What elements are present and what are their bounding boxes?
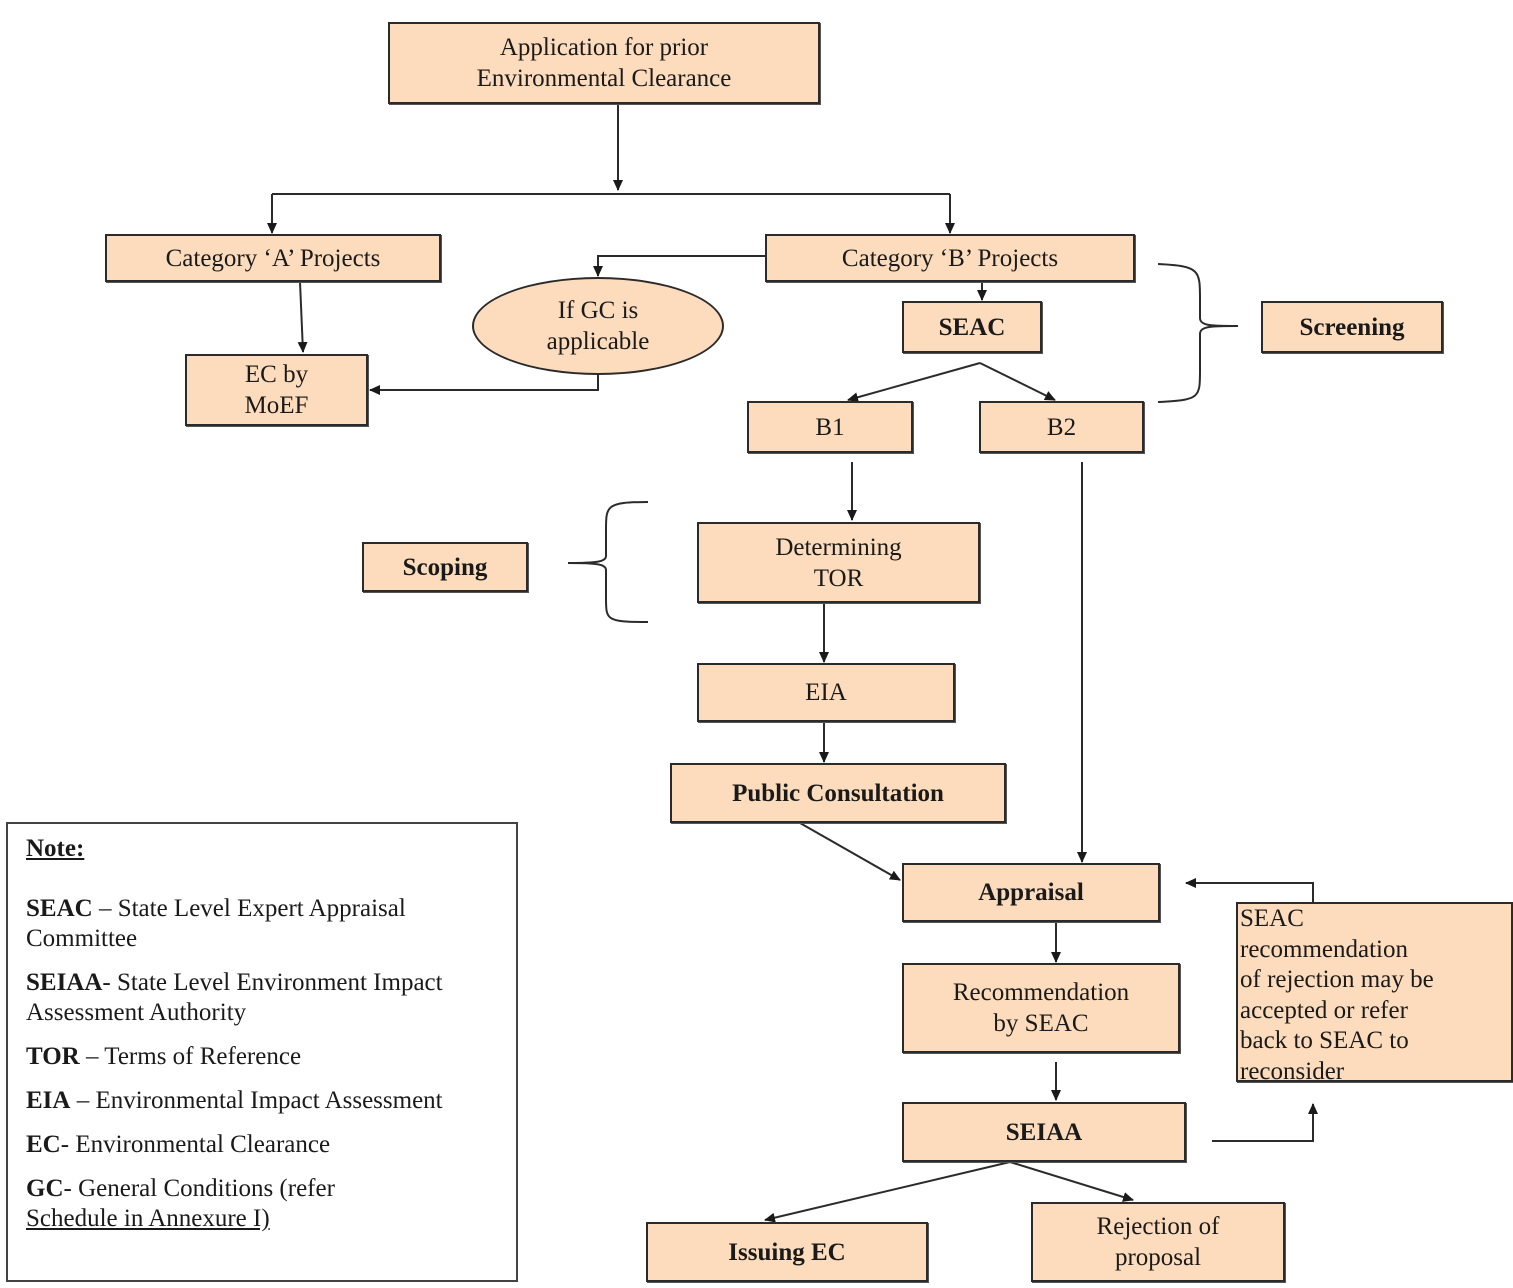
edge-category-b-gc: [593, 255, 765, 277]
node-category-b: Category ‘B’ Projects: [765, 234, 1135, 282]
edge-seac-b1: [847, 362, 981, 403]
node-determining-tor: Determining TOR: [697, 522, 980, 603]
note-abbr: EC: [26, 1131, 61, 1158]
note-item-tor: TOR – Terms of Reference: [26, 1042, 498, 1072]
note-definition: Environmental Impact Assessment: [95, 1087, 443, 1114]
edge-seiaa-issuing: [764, 1161, 1011, 1223]
note-definition: State Level Expert Appraisal Committee: [26, 895, 406, 952]
node-issuing-ec: Issuing EC: [646, 1222, 928, 1282]
note-sep: –: [70, 1087, 96, 1114]
note-abbr: SEAC: [26, 895, 93, 922]
note-abbr: SEIAA: [26, 969, 103, 996]
node-seac: SEAC: [902, 301, 1042, 353]
note-item-seiaa: SEIAA- State Level Environment Impact As…: [26, 968, 498, 1028]
node-recommendation-by-seac: Recommendation by SEAC: [902, 963, 1180, 1053]
node-screening: Screening: [1261, 301, 1443, 353]
note-item-ec: EC- Environmental Clearance: [26, 1130, 498, 1160]
note-sep: -: [60, 1131, 76, 1158]
note-definition: General Conditions (refer: [78, 1175, 335, 1202]
screening-bracket: [1157, 263, 1239, 403]
note-definition-continued: Schedule in Annexure I): [26, 1205, 270, 1232]
edge-seiaa-note: [1212, 1103, 1318, 1142]
note-sep: -: [102, 969, 117, 996]
note-definition: Environmental Clearance: [75, 1131, 331, 1158]
node-category-a: Category ‘A’ Projects: [105, 234, 441, 282]
note-sep: -: [63, 1175, 79, 1202]
node-b1: B1: [747, 401, 913, 453]
note-item-gc: GC- General Conditions (refer Schedule i…: [26, 1174, 498, 1234]
note-definition: Terms of Reference: [104, 1043, 302, 1070]
node-ec-by-moef: EC by MoEF: [185, 354, 368, 426]
node-eia: EIA: [697, 663, 955, 722]
note-sep: –: [79, 1043, 105, 1070]
note-item-eia: EIA – Environmental Impact Assessment: [26, 1086, 498, 1116]
edge-seac-b2: [979, 362, 1056, 401]
node-b2: B2: [979, 401, 1144, 453]
note-item-seac: SEAC – State Level Expert Appraisal Comm…: [26, 894, 498, 954]
note-sep: –: [92, 895, 118, 922]
edge-note-appraisal: [1185, 878, 1314, 902]
note-abbr: GC: [26, 1175, 64, 1202]
note-abbr: EIA: [26, 1087, 71, 1114]
node-seiaa: SEIAA: [902, 1102, 1186, 1162]
note-abbr: TOR: [26, 1043, 80, 1070]
node-appraisal: Appraisal: [902, 863, 1160, 922]
edge-category-a-ec: [297, 281, 308, 353]
node-rejection-of-proposal: Rejection of proposal: [1031, 1202, 1285, 1282]
note-title: Note:: [26, 835, 85, 862]
scoping-bracket: [567, 501, 649, 623]
edge-seiaa-rejection: [1009, 1161, 1134, 1202]
node-application: Application for prior Environmental Clea…: [388, 22, 820, 104]
node-gc-applicable: If GC is applicable: [472, 277, 724, 375]
node-scoping: Scoping: [362, 542, 528, 592]
node-seac-rejection-note: SEAC recommendation of rejection may be …: [1236, 902, 1513, 1085]
abbreviation-note-box: Note: SEAC – State Level Expert Appraisa…: [6, 822, 518, 1282]
edge-public-appraisal: [799, 822, 901, 881]
node-public-consultation: Public Consultation: [670, 763, 1006, 823]
note-definition: State Level Environment Impact Assessmen…: [26, 969, 443, 1026]
edge-gc-ec: [369, 374, 599, 395]
